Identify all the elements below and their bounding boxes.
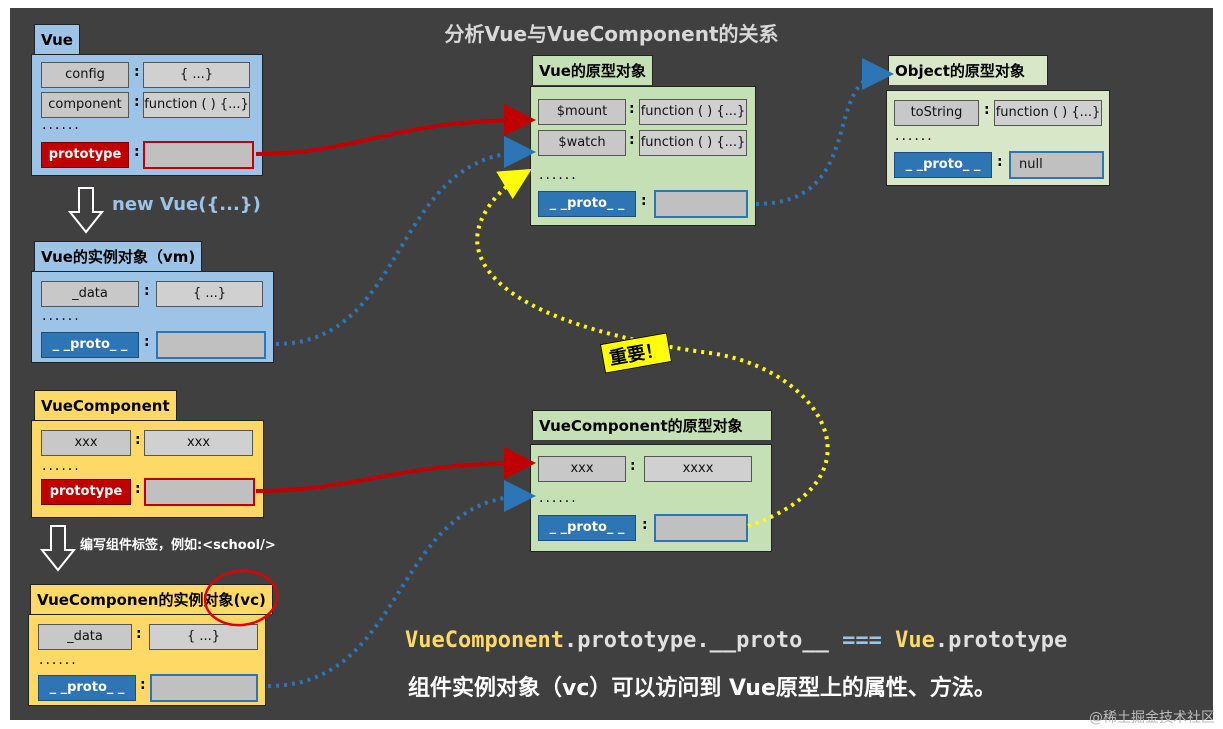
object-prototype-proto-key: _ _proto_ _	[894, 152, 992, 178]
highlight-circle-icon	[203, 569, 279, 627]
colon: :	[629, 132, 635, 148]
vuecomponent-prototype-key: prototype	[41, 479, 131, 505]
vuecomponent-prototype-proto-key: _ _proto_ _	[538, 515, 636, 541]
vuecomponent-prototype-value	[144, 478, 255, 506]
vue-dots: ......	[42, 117, 81, 133]
colon: :	[629, 101, 635, 117]
vm-val-data: { ...}	[156, 281, 263, 307]
colon: :	[144, 334, 150, 350]
vm-proto-key: _ _proto_ _	[41, 332, 139, 358]
vue-prototype-proto-value	[654, 190, 748, 218]
vue-prototype-value	[143, 141, 254, 169]
vue-prototype-key: prototype	[41, 142, 129, 168]
colon: :	[144, 283, 150, 299]
equation-prototype: .prototype	[934, 628, 1068, 653]
object-prototype-key-tostring: toString	[894, 100, 979, 126]
vue-prototype-to-object-arrow	[755, 58, 894, 206]
vuecomponent-prototype-dots: ......	[539, 490, 578, 506]
diagram-canvas: 分析Vue与VueComponent的关系 Vue config : { ...…	[10, 8, 1213, 720]
colon: :	[984, 102, 990, 118]
object-prototype-proto-null: null	[1009, 151, 1104, 179]
vuecomponent-prototype-panel: xxx : xxxx ...... _ _proto_ _ :	[530, 444, 772, 552]
vue-prototype-dots: ......	[539, 167, 578, 183]
vc-dots: ......	[39, 652, 78, 668]
vue-prototype-tab: Vue的原型对象	[532, 55, 653, 85]
vue-prototype-arrow	[255, 104, 536, 156]
colon: :	[134, 144, 140, 160]
component-tag-label: 编写组件标签，例如:<school/>	[80, 538, 276, 553]
vc-val-data: { ...}	[149, 624, 258, 650]
vm-dots: ......	[42, 308, 81, 324]
vc-tab: VueComponen的实例对象(vc)	[30, 584, 273, 614]
down-arrow-icon	[68, 187, 104, 234]
colon: :	[641, 193, 647, 209]
vuecomponent-prototype-arrow	[255, 447, 536, 493]
colon: :	[134, 64, 140, 80]
vue-panel: config : { ...} component : function ( )…	[31, 54, 263, 176]
colon: :	[630, 458, 636, 474]
vuecomponent-panel: xxx : xxx ...... prototype :	[31, 420, 264, 518]
vue-prototype-val-watch: function ( ) {...}	[639, 130, 747, 156]
colon: :	[136, 626, 142, 642]
vm-key-data: _data	[41, 281, 139, 307]
colon: :	[140, 677, 146, 693]
object-prototype-val-tostring: function ( ) {...}	[994, 100, 1102, 126]
vm-proto-value	[156, 331, 266, 359]
vc-proto-key: _ _proto_ _	[38, 675, 136, 701]
vc-key-data: _data	[38, 624, 132, 650]
watermark: @稀土掘金技术社区	[1089, 710, 1215, 726]
vm-panel: _data : { ...} ...... _ _proto_ _ :	[31, 271, 274, 363]
vuecomponent-key-xxx: xxx	[41, 430, 131, 456]
vc-proto-value	[150, 674, 258, 702]
vuecomponent-prototype-key-xxx: xxx	[538, 456, 626, 482]
object-prototype-panel: toString : function ( ) {...} ...... _ _…	[886, 90, 1110, 186]
vm-proto-arrow	[275, 136, 536, 346]
vue-key-component: component	[41, 92, 129, 118]
colon: :	[997, 154, 1003, 170]
object-prototype-tab: Object的原型对象	[888, 55, 1048, 85]
vc-panel: _data : { ...} ...... _ _proto_ _ :	[28, 614, 266, 706]
equation-proto-chain: .prototype.__proto__	[563, 628, 843, 653]
vue-prototype-val-mount: function ( ) {...}	[639, 99, 747, 125]
vm-tab: Vue的实例对象（vm)	[34, 241, 203, 271]
vue-prototype-proto-key: _ _proto_ _	[538, 191, 636, 217]
equation-vue: Vue	[881, 628, 935, 653]
vue-key-config: config	[41, 62, 129, 88]
colon: :	[642, 517, 648, 533]
new-vue-label: new Vue({...})	[112, 194, 261, 215]
vue-val-component: function ( ) {...}	[143, 92, 250, 118]
colon: :	[135, 432, 141, 448]
vuecomponent-val-xxx: xxx	[144, 430, 253, 456]
down-arrow-icon	[40, 525, 76, 572]
prototype-equation: VueComponent.prototype.__proto__ === Vue…	[405, 628, 1067, 653]
relation-arrows	[255, 58, 894, 688]
vuecomponent-prototype-proto-value	[654, 514, 748, 542]
conclusion-text: 组件实例对象（vc）可以访问到 Vue原型上的属性、方法。	[408, 676, 996, 701]
equation-vuecomponent: VueComponent	[405, 628, 564, 653]
vue-tab: Vue	[34, 24, 80, 54]
colon: :	[135, 481, 141, 497]
vue-val-config: { ...}	[143, 62, 250, 88]
vue-prototype-panel: $mount : function ( ) {...} $watch : fun…	[530, 86, 756, 226]
vue-prototype-key-mount: $mount	[538, 99, 626, 125]
vuecomponent-tab: VueComponent	[34, 390, 177, 420]
diagram-title: 分析Vue与VueComponent的关系	[444, 22, 779, 46]
vue-prototype-key-watch: $watch	[538, 130, 626, 156]
object-prototype-dots: ......	[895, 128, 934, 144]
vc-proto-arrow	[267, 480, 536, 688]
equation-strict-equal: ===	[842, 628, 882, 653]
vuecomponent-dots: ......	[42, 458, 81, 474]
vuecomponent-prototype-val-xxx: xxxx	[644, 456, 752, 482]
colon: :	[134, 94, 140, 110]
vuecomponent-prototype-tab: VueComponent的原型对象	[532, 410, 772, 440]
